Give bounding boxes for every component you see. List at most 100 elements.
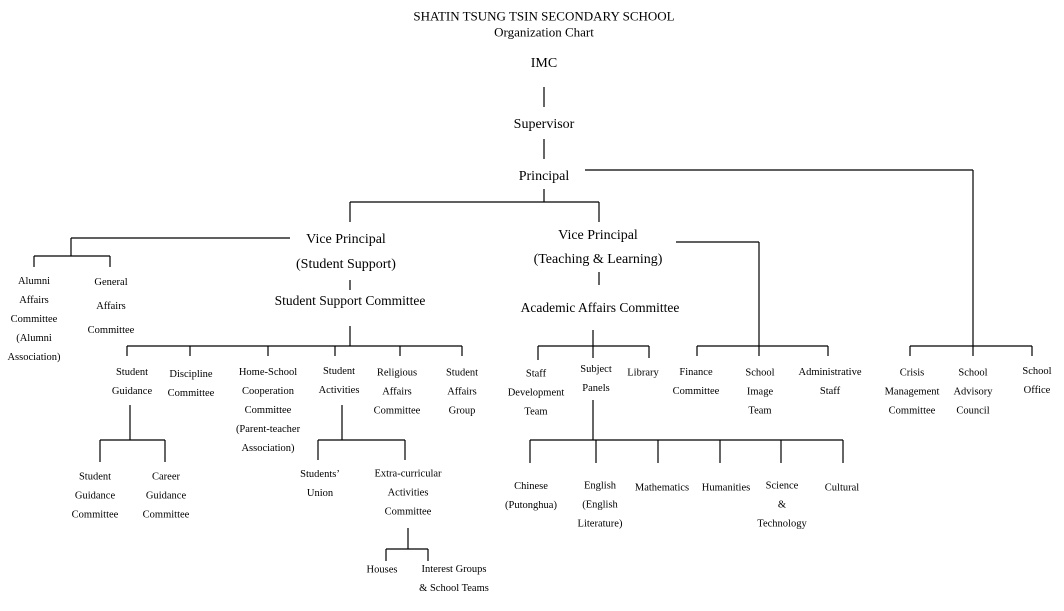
- node-label-line: Guidance: [111, 386, 153, 397]
- node-label-line: Activities: [387, 487, 429, 499]
- node-label-line: Subject: [580, 364, 612, 376]
- node-library: Library: [627, 365, 659, 384]
- node-label-line: Image: [746, 386, 774, 398]
- node-label-line: (English: [582, 499, 618, 511]
- node-label-line: Committee: [167, 388, 215, 399]
- node-label-line: Career: [152, 471, 180, 483]
- node-label-line: Literature): [577, 518, 623, 530]
- node-label-line: Cultural: [824, 482, 860, 494]
- node-label-line: Student: [322, 366, 356, 378]
- node-label-line: Student: [78, 471, 112, 483]
- node-label-line: Committee: [142, 509, 190, 521]
- node-label-line: School: [745, 367, 775, 379]
- node-label-line: Union: [306, 488, 334, 499]
- node-label-line: Discipline: [169, 369, 213, 381]
- node-label-line: Library: [627, 367, 659, 379]
- node-academic-affairs-committee: Academic Affairs Committee: [520, 300, 680, 316]
- node-label-line: Houses: [366, 564, 398, 576]
- node-interest-groups-school-teams: Interest Groups& School Teams: [419, 561, 489, 599]
- node-label-line: Humanities: [701, 482, 751, 494]
- node-label-line: Association): [241, 442, 295, 454]
- vp-teaching-subtitle: (Teaching & Learning): [533, 252, 663, 267]
- chart-title: Organization Chart: [494, 24, 594, 39]
- vp-support-subtitle: (Student Support): [296, 257, 396, 272]
- node-label-line: (Alumni: [16, 332, 52, 344]
- node-label-line: Committee: [672, 386, 720, 397]
- node-label-line: English: [583, 480, 617, 492]
- node-subject-science-technology: Science & Technology: [757, 478, 806, 535]
- node-subject-humanities: Humanities: [702, 480, 750, 499]
- node-label-line: Team: [524, 406, 548, 418]
- vp-support-title: Vice Principal: [306, 232, 386, 247]
- node-label-line: Development: [507, 387, 565, 399]
- node-label-line: Activities: [318, 385, 360, 396]
- chart-header: SHATIN TSUNG TSIN SECONDARY SCHOOL Organ…: [413, 8, 674, 39]
- node-label-line: (Parent-teacher: [235, 423, 301, 435]
- node-label-line: Technology: [757, 518, 807, 530]
- node-label-line: School: [958, 367, 988, 379]
- school-name: SHATIN TSUNG TSIN SECONDARY SCHOOL: [413, 8, 675, 24]
- node-label-line: General: [94, 277, 128, 288]
- node-principal: Principal: [518, 168, 570, 184]
- node-label-line: &: [777, 499, 787, 511]
- node-label-line: Team: [748, 405, 772, 417]
- node-label-line: Committee: [244, 404, 292, 416]
- node-label-line: Advisory: [953, 386, 993, 398]
- node-label-line: Chinese: [514, 481, 548, 493]
- node-label-line: Staff: [525, 368, 547, 380]
- node-label-line: Affairs: [19, 294, 49, 306]
- node-label-line: & School Teams: [419, 583, 489, 594]
- node-label-line: (Putonghua): [505, 500, 557, 511]
- node-label-line: Cooperation: [242, 385, 294, 397]
- node-label-line: Guidance: [74, 490, 116, 502]
- node-students-union: Students’ Union: [300, 466, 340, 504]
- node-label-line: Committee: [87, 325, 135, 336]
- node-label-line: Group: [448, 405, 476, 417]
- node-label-line: Finance: [679, 367, 713, 379]
- node-label-line: Panels: [582, 383, 610, 394]
- node-label-line: Association): [7, 351, 61, 363]
- node-label-line: Students’: [300, 469, 340, 481]
- node-label-line: Committee: [71, 509, 119, 521]
- node-subject-cultural: Cultural: [825, 480, 859, 499]
- node-label-line: Management: [884, 386, 940, 398]
- node-label-line: Committee: [373, 405, 421, 417]
- node-label-line: Committee: [384, 506, 432, 518]
- node-label-line: Crisis: [899, 367, 925, 379]
- node-label-line: Extra-curricular: [374, 468, 442, 480]
- node-label-line: Religious: [376, 367, 418, 379]
- node-label-line: Science: [765, 480, 799, 492]
- node-label-line: Alumni: [17, 275, 51, 287]
- node-student-support-committee: Student Support Committee: [274, 293, 426, 309]
- node-label-line: Guidance: [145, 490, 187, 502]
- node-subject-chinese: Chinese (Putonghua): [505, 478, 557, 516]
- node-label-line: Home-School: [238, 366, 298, 378]
- node-label-line: Administrative: [798, 367, 862, 379]
- node-label-line: Staff: [819, 386, 841, 397]
- node-label-line: Student: [445, 367, 479, 379]
- node-label-line: Office: [1023, 385, 1051, 396]
- node-subject-mathematics: Mathematics: [635, 480, 689, 499]
- node-label-line: School: [1022, 366, 1052, 378]
- node-imc: IMC: [530, 55, 558, 71]
- node-houses: Houses: [367, 562, 398, 581]
- node-label-line: Council: [956, 405, 990, 417]
